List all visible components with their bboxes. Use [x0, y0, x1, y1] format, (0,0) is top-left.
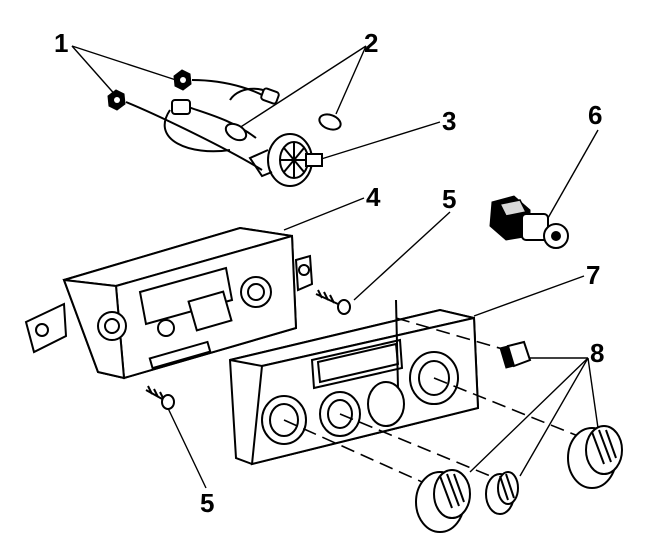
leader-lines	[71, 45, 599, 489]
screw-upper	[315, 289, 351, 315]
bulb-socket-nut-left	[107, 89, 126, 111]
callout-3: 3	[442, 106, 456, 136]
knob-right	[567, 425, 623, 489]
callout-5-lower: 5	[200, 488, 214, 518]
knob-center	[485, 471, 519, 515]
bulb-center	[224, 122, 248, 142]
callout-4: 4	[366, 182, 381, 212]
alignment-lines	[283, 317, 589, 491]
callout-7: 7	[586, 260, 600, 290]
callout-1: 1	[54, 28, 68, 58]
callout-6: 6	[588, 100, 602, 130]
rear-defog-button	[499, 340, 532, 369]
callout-8: 8	[590, 338, 604, 368]
bulb-socket-nut-top	[173, 69, 192, 91]
callout-2: 2	[364, 28, 378, 58]
blower-switch-assembly	[248, 133, 323, 187]
knob-left	[415, 469, 471, 533]
bulb-right	[318, 113, 342, 131]
switch-component	[489, 195, 569, 249]
screw-lower	[145, 385, 175, 410]
callout-5-upper: 5	[442, 184, 456, 214]
wiring-harness	[125, 79, 280, 171]
control-housing	[24, 226, 314, 380]
